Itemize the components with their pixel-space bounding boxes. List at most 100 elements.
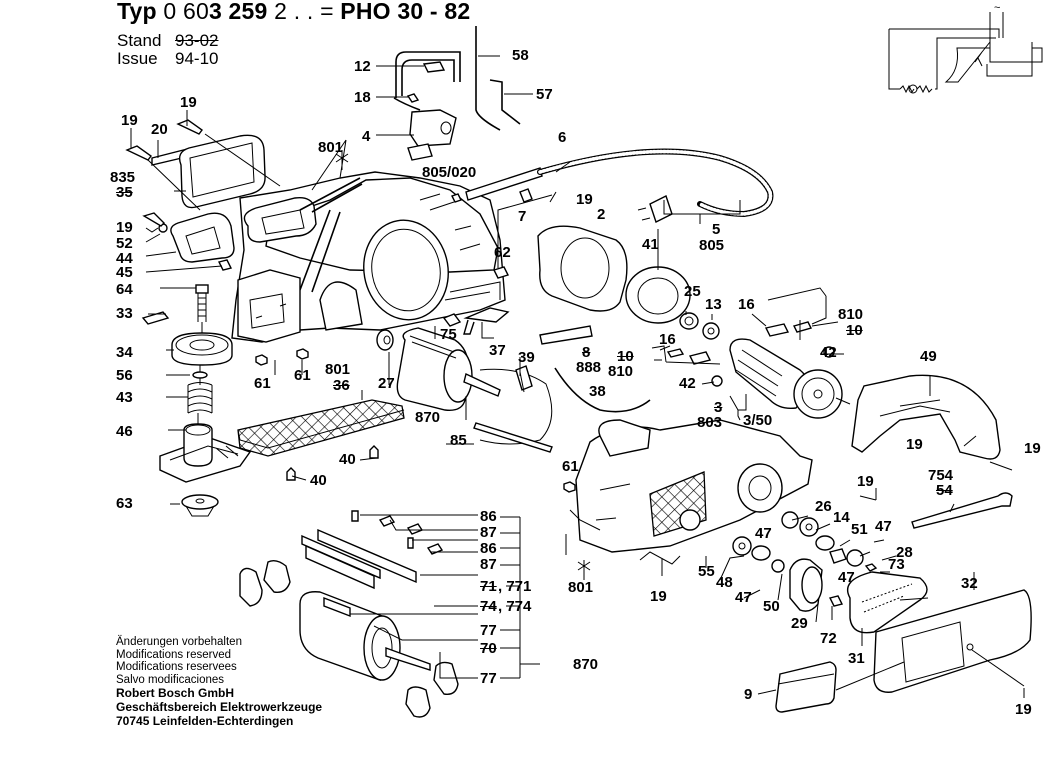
part-label-47: 47	[838, 569, 855, 586]
stand-value: 93-02	[175, 31, 219, 50]
switch-assembly	[393, 26, 521, 161]
typ-number-bold: 3 259	[208, 0, 268, 24]
part-label-63: 63	[116, 495, 133, 512]
part-label-34: 34	[116, 344, 133, 361]
belt-and-cover	[775, 571, 1032, 713]
part-label-10-superseded: 10	[846, 322, 863, 339]
armature-3	[729, 338, 851, 419]
footer-notice: Änderungen vorbehalten Modifications res…	[116, 636, 322, 728]
part-label-801: 801	[325, 361, 351, 378]
part-label-72: 72	[820, 630, 837, 647]
part-label-18: 18	[354, 89, 371, 106]
part-label-3-superseded: 3	[714, 399, 723, 416]
handle-cover-49	[851, 374, 1001, 460]
part-label-810: 810	[838, 306, 864, 323]
part-label-5: 5	[712, 221, 721, 238]
part-label-16: 16	[738, 296, 755, 313]
grip-44	[142, 212, 235, 271]
part-label-62: 62	[494, 244, 511, 261]
part-label-36-superseded: 36	[333, 377, 350, 394]
part-label-6: 6	[558, 129, 567, 146]
part-label-7: 7	[518, 208, 527, 225]
gear-train	[732, 511, 878, 612]
part-label-71-superseded: 71	[480, 578, 497, 595]
part-label-87: 87	[480, 524, 497, 541]
power-cord-6	[451, 148, 774, 223]
wiring-schematic: ~	[888, 2, 1043, 94]
part-label-9: 9	[744, 686, 753, 703]
part-label-43: 43	[116, 389, 133, 406]
part-label-8-superseded: 8	[582, 344, 591, 361]
part-label-28: 28	[896, 544, 913, 561]
drive-parts	[376, 307, 510, 411]
field-and-bearings	[537, 225, 720, 340]
part-label-86: 86	[480, 508, 497, 525]
part-label-51: 51	[851, 521, 868, 538]
part-label-19: 19	[857, 473, 874, 490]
leader-lines	[130, 55, 1025, 698]
company-division: Geschäftsbereich Elektrowerkzeuge	[116, 700, 323, 714]
part-label-19: 19	[1024, 440, 1041, 457]
part-label-44: 44	[116, 250, 133, 267]
part-label-40: 40	[339, 451, 356, 468]
depth-adjustment-assembly	[141, 284, 252, 517]
brush-holders	[651, 287, 835, 387]
part-label-801: 801	[318, 139, 344, 156]
part-label-39: 39	[518, 349, 535, 366]
part-label-70-superseded: 70	[480, 640, 497, 657]
part-label-86: 86	[480, 540, 497, 557]
part-label-47: 47	[875, 518, 892, 535]
part-label-41: 41	[642, 236, 659, 253]
part-label-19: 19	[906, 436, 923, 453]
part-label-2: 2	[597, 206, 606, 223]
part-label-810: 810	[608, 363, 634, 380]
part-label-64: 64	[116, 281, 133, 298]
part-label-19: 19	[650, 588, 667, 605]
typ-label: Typ	[117, 0, 157, 24]
part-label-55: 55	[698, 563, 715, 580]
part-label-12: 12	[354, 58, 371, 75]
part-label-73: 73	[888, 556, 905, 573]
plate-8	[539, 325, 593, 345]
part-label-52: 52	[116, 235, 133, 252]
diagram-title: Typ 0 603 259 2 . . = PHO 30 - 82	[117, 0, 470, 25]
part-label-19: 19	[116, 219, 133, 236]
housing-801	[231, 139, 506, 343]
part-label-754: 754	[928, 467, 954, 484]
part-label-805: 805	[699, 237, 725, 254]
part-label-77: 77	[480, 622, 497, 639]
footer-line: Modifications reserved	[116, 648, 232, 661]
part-label-38: 38	[589, 383, 606, 400]
part-label-47: 47	[755, 525, 772, 542]
part-label-42: 42	[679, 375, 696, 392]
handle-cover-835	[125, 119, 281, 211]
part-label-57: 57	[536, 86, 553, 103]
part-label-77: 77	[480, 670, 497, 687]
part-label-35-superseded: 35	[116, 184, 133, 201]
part-label-3-50: 3/50	[743, 412, 773, 429]
model-name: PHO 30 - 82	[340, 0, 471, 24]
part-label-54-superseded: 54	[936, 482, 953, 499]
part-label-42: 42	[820, 344, 837, 361]
part-label-20: 20	[151, 121, 168, 138]
part-label-803: 803	[697, 414, 723, 431]
part-label-61: 61	[294, 367, 311, 384]
part-label-47: 47	[735, 589, 752, 606]
part-label-75: 75	[440, 326, 457, 343]
gear-housing	[575, 419, 813, 553]
part-label-85: 85	[450, 432, 467, 449]
part-label-771: , 771	[498, 578, 532, 595]
part-label-50: 50	[763, 598, 780, 615]
issue-value: 94-10	[175, 49, 219, 68]
part-label-19: 19	[576, 191, 593, 208]
part-label-805-020: 805/020	[422, 164, 477, 181]
part-label-48: 48	[716, 574, 733, 591]
part-label-49: 49	[920, 348, 937, 365]
part-label-870: 870	[573, 656, 599, 673]
part-label-27: 27	[378, 375, 395, 392]
part-label-45: 45	[116, 264, 133, 281]
ac-symbol: ~	[994, 2, 1000, 14]
typ-number-suffix: 2 . . =	[274, 0, 334, 24]
